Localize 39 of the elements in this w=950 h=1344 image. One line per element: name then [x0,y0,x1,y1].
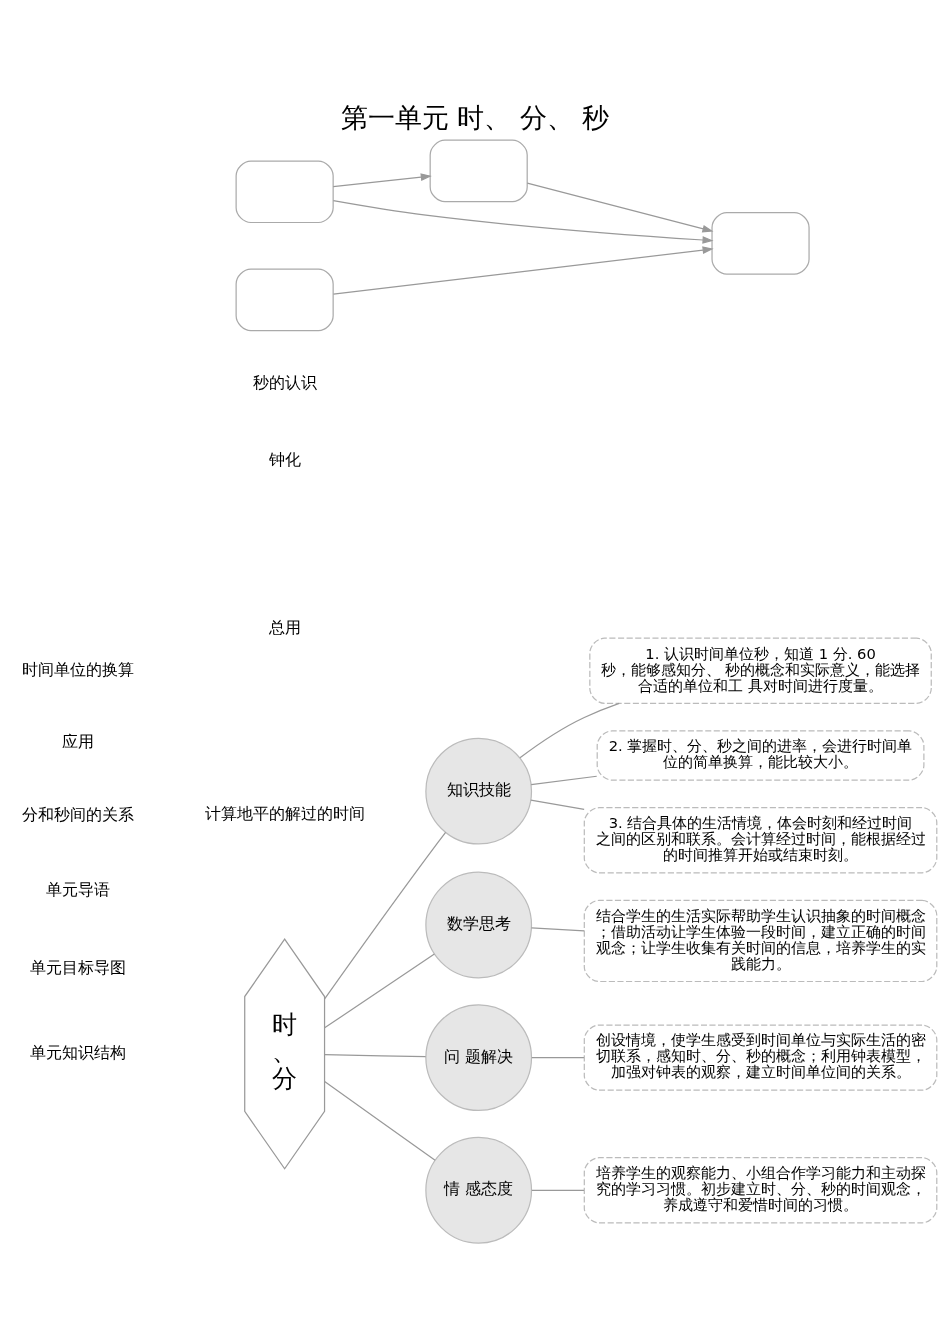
connector [530,775,598,786]
connector [530,927,585,932]
node-box: 2. 掌握时、分、秒之间的进率，会进行时间单位的简单换算，能比较大小。 [596,730,925,781]
node-box [429,139,528,203]
node-box: 3. 结合具体的生活情境，体会时刻和经过时间之间的区别和联系。会计算经过时间，能根据经过的时间推算开始或结束时刻。 [583,807,938,874]
arrow [526,182,714,233]
node-box [235,268,334,332]
connector [531,1189,585,1191]
connector [531,1057,585,1059]
node-circle: 问 题解决 [425,1004,533,1112]
arrow [332,200,714,244]
node-circle: 知识技能 [425,737,533,845]
node-box: 1. 认识时间单位秒，知道 1 分. 60 秒，能够感知分、 秒的概念和实际意义，能选择合适的单位和工 具对时间进行度量。 [589,637,932,704]
node-circle: 数学思考 [425,871,533,979]
node-circle: 情 感态度 [425,1136,533,1244]
node-box: 结合学生的生活实际帮助学生认识抽象的时间概念；借助活动让学生体验一段时间，建立正确的时间观念；让学生收集有关时间的信息，培养学生的实践能力。 [583,899,938,983]
label: 单元导语 [46,879,111,899]
diagram-title: 第一单元 时、 分、 秒 [340,102,610,134]
connector [324,1080,436,1161]
connector [324,1054,427,1058]
arrow [332,246,714,295]
label: 总用 [268,618,301,638]
label: 单元目标导图 [30,958,127,978]
node-box [235,160,334,224]
node-box [711,212,810,275]
connector [324,953,435,1029]
label: 应用 [62,732,95,752]
connector [519,702,620,759]
label: 计算地平的解过的时间 [204,803,365,823]
node-box: 培养学生的观察能力、小组合作学习能力和主动探究的学习习惯。初步建立时、分、秒的时间观念，养成遵守和爱惜时间的习惯。 [583,1157,938,1224]
label: 秒的认识 [252,372,317,392]
label: 单元知识结构 [30,1043,127,1063]
connector [530,799,585,811]
label: 分和秒间的关系 [22,804,135,824]
connector [324,831,447,1000]
node-box: 创设情境，使学生感受到时间单位与实际生活的密切联系，感知时、分、秒的概念；利用钟表模型，加强对钟表的观察，建立时间单位间的关系。 [583,1024,938,1091]
arrow [332,173,432,188]
label: 时间单位的换算 [22,659,135,679]
label: 钟化 [268,449,301,469]
